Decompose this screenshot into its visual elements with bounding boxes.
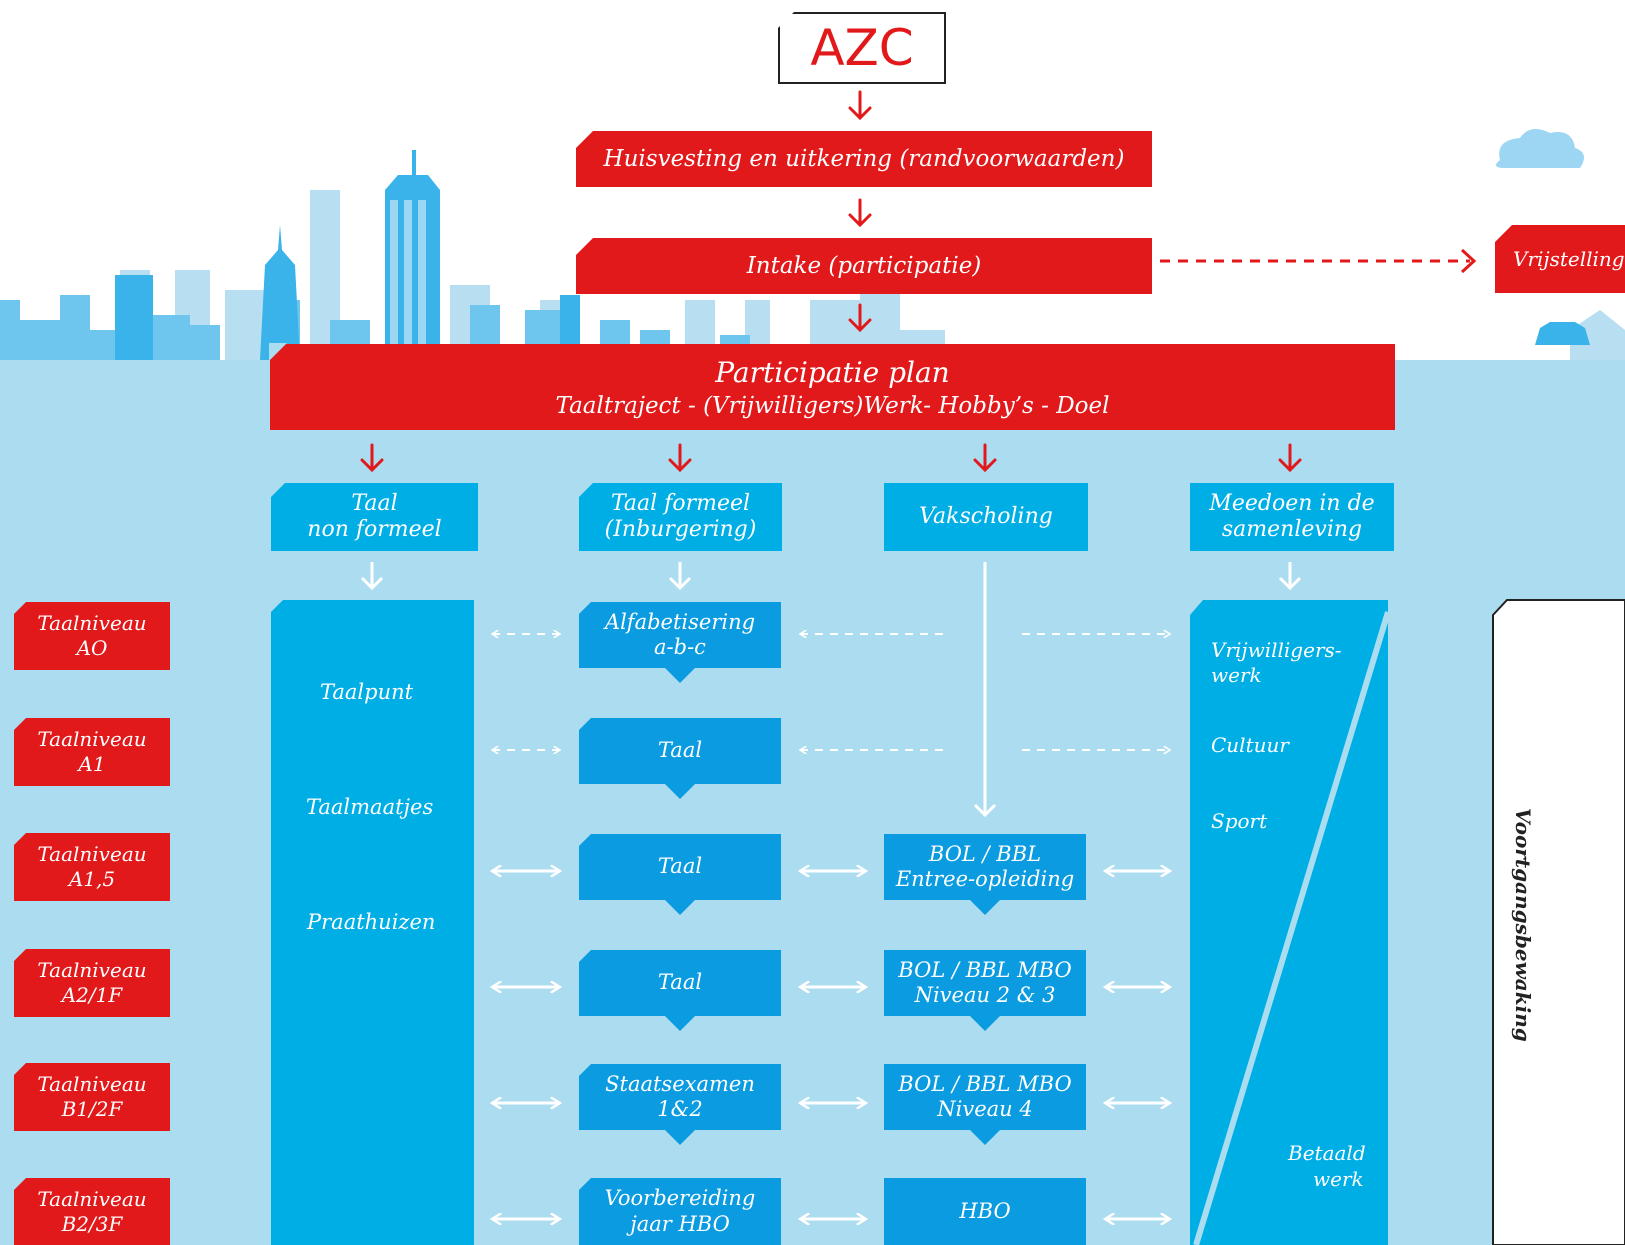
formeel-box: Staatsexamen 1&2 (579, 1064, 781, 1130)
track-taal-non-formeel: Taal non formeel (271, 483, 478, 551)
level-label: Taalniveau (37, 1186, 147, 1211)
vak-label: Niveau 2 & 3 (914, 983, 1056, 1007)
formeel-box: Alfabetisering a-b-c (579, 602, 781, 668)
level-box: Taalniveau B1/2F (14, 1063, 170, 1131)
level-box: Taalniveau A1,5 (14, 833, 170, 901)
track-label: Taal (351, 490, 398, 516)
formeel-box: Taal (579, 718, 781, 784)
level-label: Taalniveau (37, 727, 147, 751)
vak-label: BOL / BBL (928, 841, 1042, 866)
vak-box: BOL / BBL MBO Niveau 4 (884, 1064, 1086, 1130)
formeel-label: Voorbereiding (604, 1186, 756, 1211)
track-label: Vakscholing (919, 503, 1053, 529)
level-value: B2/3F (61, 1211, 123, 1236)
formeel-box: Taal (579, 834, 781, 900)
vrijstelling-label: Vrijstelling (1513, 247, 1625, 271)
betaald-werk-label: werk (1313, 1167, 1364, 1191)
level-label: Taalniveau (37, 611, 147, 635)
level-value: A2/1F (61, 983, 123, 1007)
intake-box: Intake (participatie) (576, 238, 1152, 294)
track-label: Meedoen in de (1209, 490, 1375, 516)
nonformeel-item: Taalpunt (320, 680, 414, 704)
formeel-label: Staatsexamen (605, 1071, 755, 1096)
vak-label: HBO (959, 1198, 1011, 1223)
samenleving-item: Vrijwilligers- (1211, 638, 1342, 662)
level-box: Taalniveau B2/3F (14, 1178, 170, 1245)
formeel-box: Taal (579, 950, 781, 1016)
formeel-label: Taal (657, 854, 703, 879)
vak-label: Niveau 4 (937, 1097, 1033, 1121)
track-label: samenleving (1221, 517, 1363, 542)
level-value: B1/2F (61, 1097, 123, 1121)
huisvesting-box: Huisvesting en uitkering (randvoorwaarde… (576, 131, 1152, 187)
vak-label: Entree-opleiding (895, 867, 1075, 891)
formeel-label: Taal (657, 738, 703, 763)
formeel-label: 1&2 (657, 1097, 703, 1121)
nonformeel-item: Praathuizen (307, 910, 436, 934)
level-label: Taalniveau (37, 1072, 147, 1096)
azc-box: AZC (778, 12, 946, 84)
track-label: non formeel (307, 517, 442, 542)
nonformeel-column (271, 600, 474, 1245)
level-label: Taalniveau (37, 842, 147, 866)
vrijstelling-box: Vrijstelling (1495, 225, 1625, 293)
track-meedoen: Meedoen in de samenleving (1190, 483, 1394, 551)
level-box: Taalniveau A1 (14, 718, 170, 786)
vak-box: BOL / BBL MBO Niveau 2 & 3 (884, 950, 1086, 1016)
track-label: (Inburgering) (604, 517, 757, 542)
level-value: AO (76, 636, 108, 660)
huisvesting-label: Huisvesting en uitkering (randvoorwaarde… (603, 146, 1125, 172)
plan-title: Participatie plan (715, 355, 950, 389)
formeel-label: a-b-c (654, 635, 706, 659)
track-vakscholing: Vakscholing (884, 483, 1088, 551)
track-label: Taal formeel (610, 490, 751, 516)
level-value: A1,5 (68, 867, 116, 891)
samenleving-item: Cultuur (1211, 733, 1289, 757)
nonformeel-item: Taalmaatjes (306, 795, 434, 819)
formeel-label: jaar HBO (630, 1211, 730, 1236)
level-label: Taalniveau (37, 958, 147, 982)
intake-label: Intake (participatie) (746, 253, 982, 279)
azc-label: AZC (810, 19, 914, 77)
vak-box: HBO (884, 1178, 1086, 1245)
formeel-label: Alfabetisering (604, 609, 756, 634)
formeel-box: Voorbereiding jaar HBO (579, 1178, 781, 1245)
vak-box: BOL / BBL Entree-opleiding (884, 834, 1086, 900)
samenleving-item: Sport (1211, 809, 1268, 833)
plan-subtitle: Taaltraject - (Vrijwilligers)Werk- Hobby… (555, 392, 1110, 419)
vak-label: BOL / BBL MBO (898, 1071, 1072, 1096)
voortgangsbewaking-label: Voortgangsbewaking (1511, 808, 1535, 1042)
level-box: Taalniveau AO (14, 602, 170, 670)
level-value: A1 (78, 752, 106, 776)
level-box: Taalniveau A2/1F (14, 949, 170, 1017)
samenleving-item: werk (1211, 663, 1262, 687)
vak-label: BOL / BBL MBO (898, 957, 1072, 982)
participatie-plan-box: Participatie plan Taaltraject - (Vrijwil… (270, 344, 1395, 430)
betaald-werk-label: Betaald (1288, 1141, 1366, 1165)
formeel-label: Taal (657, 970, 703, 995)
track-taal-formeel: Taal formeel (Inburgering) (579, 483, 782, 551)
